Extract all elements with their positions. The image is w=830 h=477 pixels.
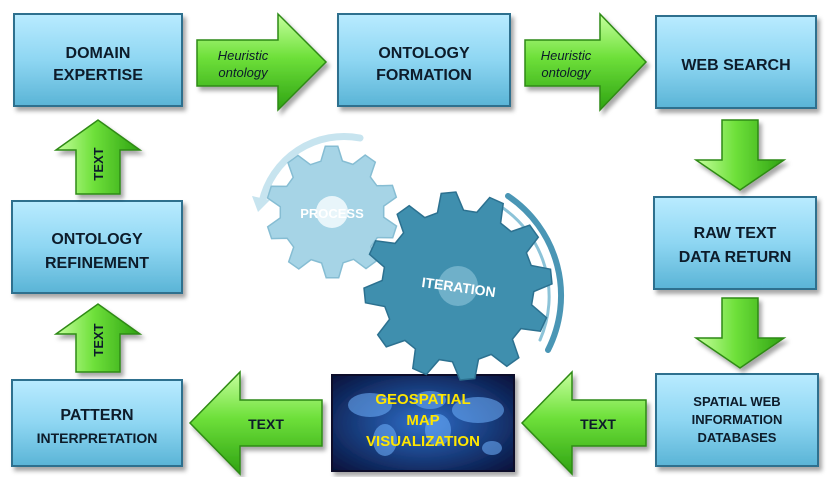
box-ontology-refinement-line1: ONTOLOGY	[51, 231, 143, 248]
arrow-heuristic-ontology-1: Heuristic ontology	[196, 12, 328, 112]
box-spatial-web-line3: DATABASES	[698, 430, 777, 445]
box-ontology-refinement-line2: REFINEMENT	[45, 255, 149, 272]
arrow-left-text-1-label: TEXT	[580, 416, 616, 432]
box-domain-expertise: DOMAIN EXPERTISE	[13, 13, 183, 107]
box-ontology-formation: ONTOLOGY FORMATION	[337, 13, 511, 107]
box-spatial-web-line2: INFORMATION	[692, 412, 783, 427]
process-gear-arc-arrowhead	[252, 196, 270, 212]
arrow-left-text-2: TEXT	[188, 370, 323, 476]
process-gear-icon: PROCESS	[266, 145, 398, 279]
arrow-up-text-2-label: TEXT	[91, 147, 106, 180]
arrow-up-text-2: TEXT	[53, 119, 143, 195]
box-raw-text-line1: RAW TEXT	[694, 225, 777, 242]
arrow-heuristic-1-line2: ontology	[218, 65, 269, 80]
box-spatial-web-databases: SPATIAL WEB INFORMATION DATABASES	[655, 373, 819, 467]
box-domain-expertise-line1: DOMAIN	[66, 45, 131, 62]
box-pattern-line2: INTERPRETATION	[37, 430, 158, 446]
arrow-heuristic-2-line2: ontology	[541, 65, 592, 80]
iteration-gear-arc-inner	[498, 204, 551, 342]
arrow-up-text-1: TEXT	[53, 303, 143, 373]
arrow-heuristic-2-line1: Heuristic	[541, 48, 592, 63]
box-raw-text-data-return: RAW TEXT DATA RETURN	[653, 196, 817, 290]
map-title-line3: VISUALIZATION	[366, 433, 480, 450]
map-title-line1: GEOSPATIAL	[375, 391, 470, 408]
box-ontology-refinement: ONTOLOGY REFINEMENT	[11, 200, 183, 294]
arrow-left-text-1: TEXT	[520, 370, 647, 476]
arrow-left-text-2-label: TEXT	[248, 416, 284, 432]
box-raw-text-line2: DATA RETURN	[679, 249, 792, 266]
box-pattern-interpretation: PATTERN INTERPRETATION	[11, 379, 183, 467]
arrow-heuristic-ontology-2: Heuristic ontology	[524, 12, 648, 112]
box-web-search-line1: WEB SEARCH	[681, 57, 790, 74]
box-ontology-formation-line1: ONTOLOGY	[378, 45, 470, 62]
box-ontology-formation-line2: FORMATION	[376, 67, 472, 84]
box-web-search: WEB SEARCH	[655, 15, 817, 109]
arrow-up-text-1-label: TEXT	[91, 323, 106, 356]
iteration-gear-arc	[505, 193, 564, 353]
process-gear-label: PROCESS	[300, 206, 364, 221]
world-map-icon	[348, 391, 504, 456]
box-domain-expertise-line2: EXPERTISE	[53, 67, 143, 84]
arrow-down-2	[693, 297, 787, 369]
box-spatial-web-line1: SPATIAL WEB	[693, 394, 780, 409]
iteration-gear-icon: ITERATION	[363, 191, 553, 381]
box-pattern-line1: PATTERN	[60, 407, 133, 424]
map-title-line2: MAP	[406, 412, 439, 429]
arrow-heuristic-1-line1: Heuristic	[218, 48, 269, 63]
geospatial-map-visualization-image: GEOSPATIAL MAP VISUALIZATION	[331, 374, 515, 472]
process-gear-arc	[258, 132, 364, 206]
arrow-down-1	[693, 119, 787, 191]
